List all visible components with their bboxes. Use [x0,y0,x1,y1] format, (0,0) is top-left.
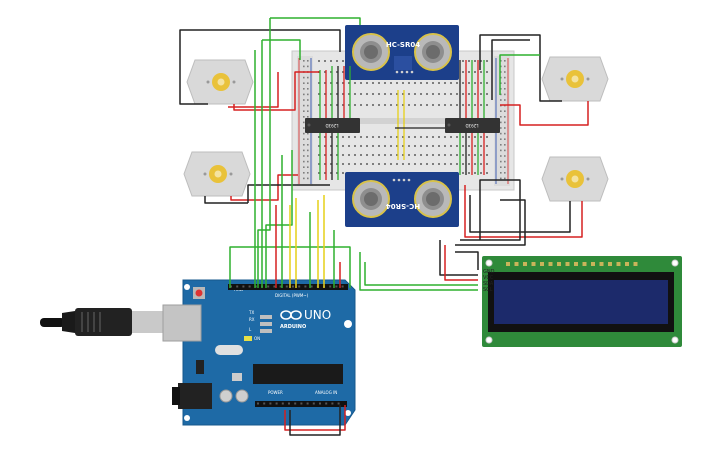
wire-red [444,245,478,281]
arduino-tx-label: TX [248,310,254,315]
lcd-screen [494,280,668,324]
wire-green [270,17,361,25]
arduino-uno-board: TX RX L ON DIGITAL (PWM~) AREF UNO ARDUI… [162,279,356,426]
sensor-bottom-label: HC-SR04 [386,202,420,210]
arduino-headers [228,284,348,407]
dc-motor-bottom-right [541,156,609,202]
lcd-pin-sda: SDA [483,281,494,287]
arduino-l-label: L [249,327,252,332]
wire-red [284,405,346,431]
wire-black [455,199,526,246]
usb-cable [40,307,190,337]
dc-motor-top-left [186,59,254,105]
wires [179,17,589,436]
wire-black [455,251,479,270]
motor-driver-right: L293D [445,118,500,133]
wire-red [230,174,298,201]
motor-driver-left: L293D [305,118,360,133]
wire-red [464,185,583,238]
arduino-rx-label: RX [249,317,255,322]
wire-black [247,184,330,203]
wire-green [262,39,301,60]
dc-motor-bottom-left [183,151,251,197]
sensor-top-label: HC-SR04 [386,41,420,49]
wire-black [179,29,341,105]
ultrasonic-sensor-top: HC-SR04 [345,25,459,80]
arduino-analog-label: ANALOG IN [315,390,337,395]
wire-black [439,240,478,276]
wire-green [364,262,478,286]
arduino-uno-text: UNO [304,308,331,322]
wire-black [289,405,341,436]
lcd-pin-scl: SCL [483,287,493,293]
arduino-digital-label: DIGITAL (PWM~) [275,293,309,298]
wire-green [265,150,293,288]
wire-green [257,18,271,288]
wire-black [204,196,248,204]
wire-red [500,101,589,126]
wire-green [499,54,540,95]
lcd-pin-gnd: GND [483,269,495,275]
wire-green [359,252,478,291]
wire-black [460,179,521,241]
lcd-module: GND VCC SDA SCL [482,256,682,347]
wire-red [228,72,279,108]
ultrasonic-sensor-bottom: HC-SR04 [345,172,459,227]
wire-red [233,71,320,111]
wire-black [479,34,562,102]
driver-left-label: L293D [326,123,339,128]
atmega-chip [253,364,343,384]
wire-black [491,39,530,100]
driver-right-label: L293D [466,123,479,128]
arduino-power-label: POWER [268,390,283,395]
lcd-header-pins [506,262,638,266]
arduino-on-label: ON [254,336,260,341]
lcd-pin-vcc: VCC [483,275,494,281]
dc-motor-top-right [541,56,609,102]
arduino-brand-text: ARDUINO [280,324,306,330]
arduino-logo: UNO ARDUINO [280,308,331,330]
